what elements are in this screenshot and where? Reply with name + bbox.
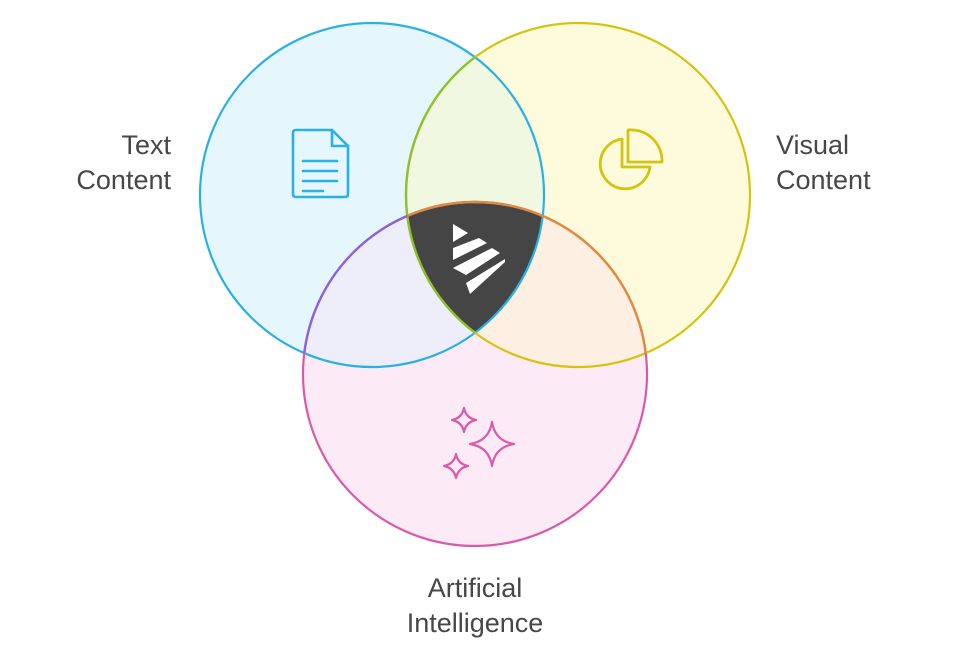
label-ai-line-1: Artificial — [427, 573, 523, 603]
label-text-content: Text Content — [76, 128, 171, 198]
label-visual-content-line-1: Visual — [776, 130, 850, 160]
arc-ai-in-visual — [406, 200, 649, 367]
label-text-content-line-2: Content — [76, 165, 171, 195]
overlap-visual-ai — [406, 202, 647, 367]
label-visual-content: Visual Content — [776, 128, 871, 198]
arc-visual-in-text — [404, 23, 544, 367]
pie-chart-icon — [598, 128, 664, 191]
sparkles-icon — [442, 406, 516, 480]
play-stripes-logo-icon — [453, 224, 505, 294]
label-visual-content-line-2: Content — [776, 165, 871, 195]
circle-text-content-outline — [198, 21, 546, 369]
overlap-text-ai — [303, 202, 544, 367]
document-icon — [291, 128, 350, 199]
label-text-content-line-1: Text — [121, 130, 171, 160]
label-artificial-intelligence: Artificial Intelligence — [325, 571, 625, 641]
label-ai-line-2: Intelligence — [406, 608, 544, 638]
